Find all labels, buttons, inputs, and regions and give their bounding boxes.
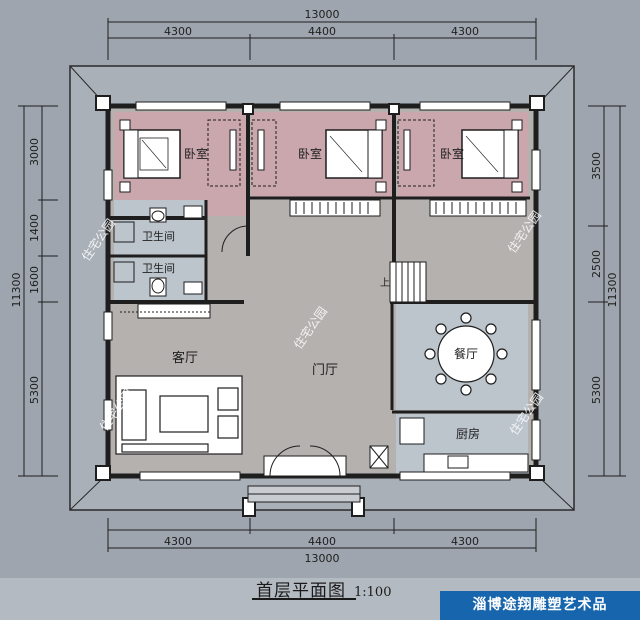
- wardrobe-3-hangers: [435, 202, 517, 214]
- brand-banner: 淄博途翔雕塑艺术品: [440, 591, 640, 620]
- bedroom-1-furniture: [119, 119, 241, 193]
- dimension-lines: [18, 18, 626, 552]
- dim-top-seg-2: 4400: [308, 25, 336, 38]
- dim-right-seg-3: 5300: [590, 376, 603, 404]
- columns: [95, 95, 545, 517]
- tv-cabinet: [120, 303, 211, 319]
- windows: [103, 101, 541, 481]
- door-swing: [221, 225, 249, 254]
- staircase: [389, 261, 427, 303]
- living-room-label: 客厅: [172, 350, 198, 366]
- dim-top-seg-1: 4300: [164, 25, 192, 38]
- sofa-set: [115, 375, 243, 455]
- dim-right-total: 11300: [606, 273, 619, 308]
- dim-left-total: 11300: [10, 273, 23, 308]
- dim-right-seg-1: 3500: [590, 152, 603, 180]
- dim-bottom-seg-1: 4300: [164, 535, 192, 548]
- dim-bottom-seg-2: 4400: [308, 535, 336, 548]
- bathroom-fixtures: [113, 205, 203, 297]
- plan-caption: 首层平面图 1:100: [256, 576, 391, 601]
- kitchen-counter: [369, 417, 529, 473]
- caption-underline: [252, 598, 356, 600]
- bedroom-3-label: 卧室: [440, 146, 464, 161]
- wardrobe-2-hangers: [295, 202, 369, 214]
- dim-right-seg-2: 2500: [590, 250, 603, 278]
- entrance: [247, 445, 361, 503]
- dim-left-seg-1: 3000: [28, 138, 41, 166]
- bedroom-3-furniture: [397, 119, 527, 217]
- dining-table: [424, 312, 508, 396]
- floor-plan: 卧室 卧室 卧室: [10, 8, 626, 565]
- kitchen-label: 厨房: [456, 426, 480, 441]
- foyer-label: 门厅: [312, 363, 338, 378]
- plan-scale: 1:100: [354, 585, 392, 600]
- dimension-labels: 13000 4300 4400 4300 4300 4400 4300 1300…: [10, 8, 619, 565]
- bathroom-1-label: 卫生间: [142, 229, 175, 243]
- dim-left-seg-2: 1400: [28, 214, 41, 242]
- dim-top-seg-3: 4300: [451, 25, 479, 38]
- dim-left-seg-3: 1600: [28, 266, 41, 294]
- dim-top-total: 13000: [305, 8, 340, 21]
- dim-bottom-seg-3: 4300: [451, 535, 479, 548]
- dim-left-seg-4: 5300: [28, 376, 41, 404]
- dining-room-label: 餐厅: [454, 346, 478, 361]
- bedroom-2-label: 卧室: [298, 146, 322, 161]
- dim-bottom-total: 13000: [305, 552, 340, 565]
- stair-up-label: 上: [380, 277, 390, 289]
- bathroom-2-label: 卫生间: [142, 261, 175, 275]
- plan-title: 首层平面图: [256, 581, 346, 601]
- bedroom-1-label: 卧室: [184, 146, 208, 161]
